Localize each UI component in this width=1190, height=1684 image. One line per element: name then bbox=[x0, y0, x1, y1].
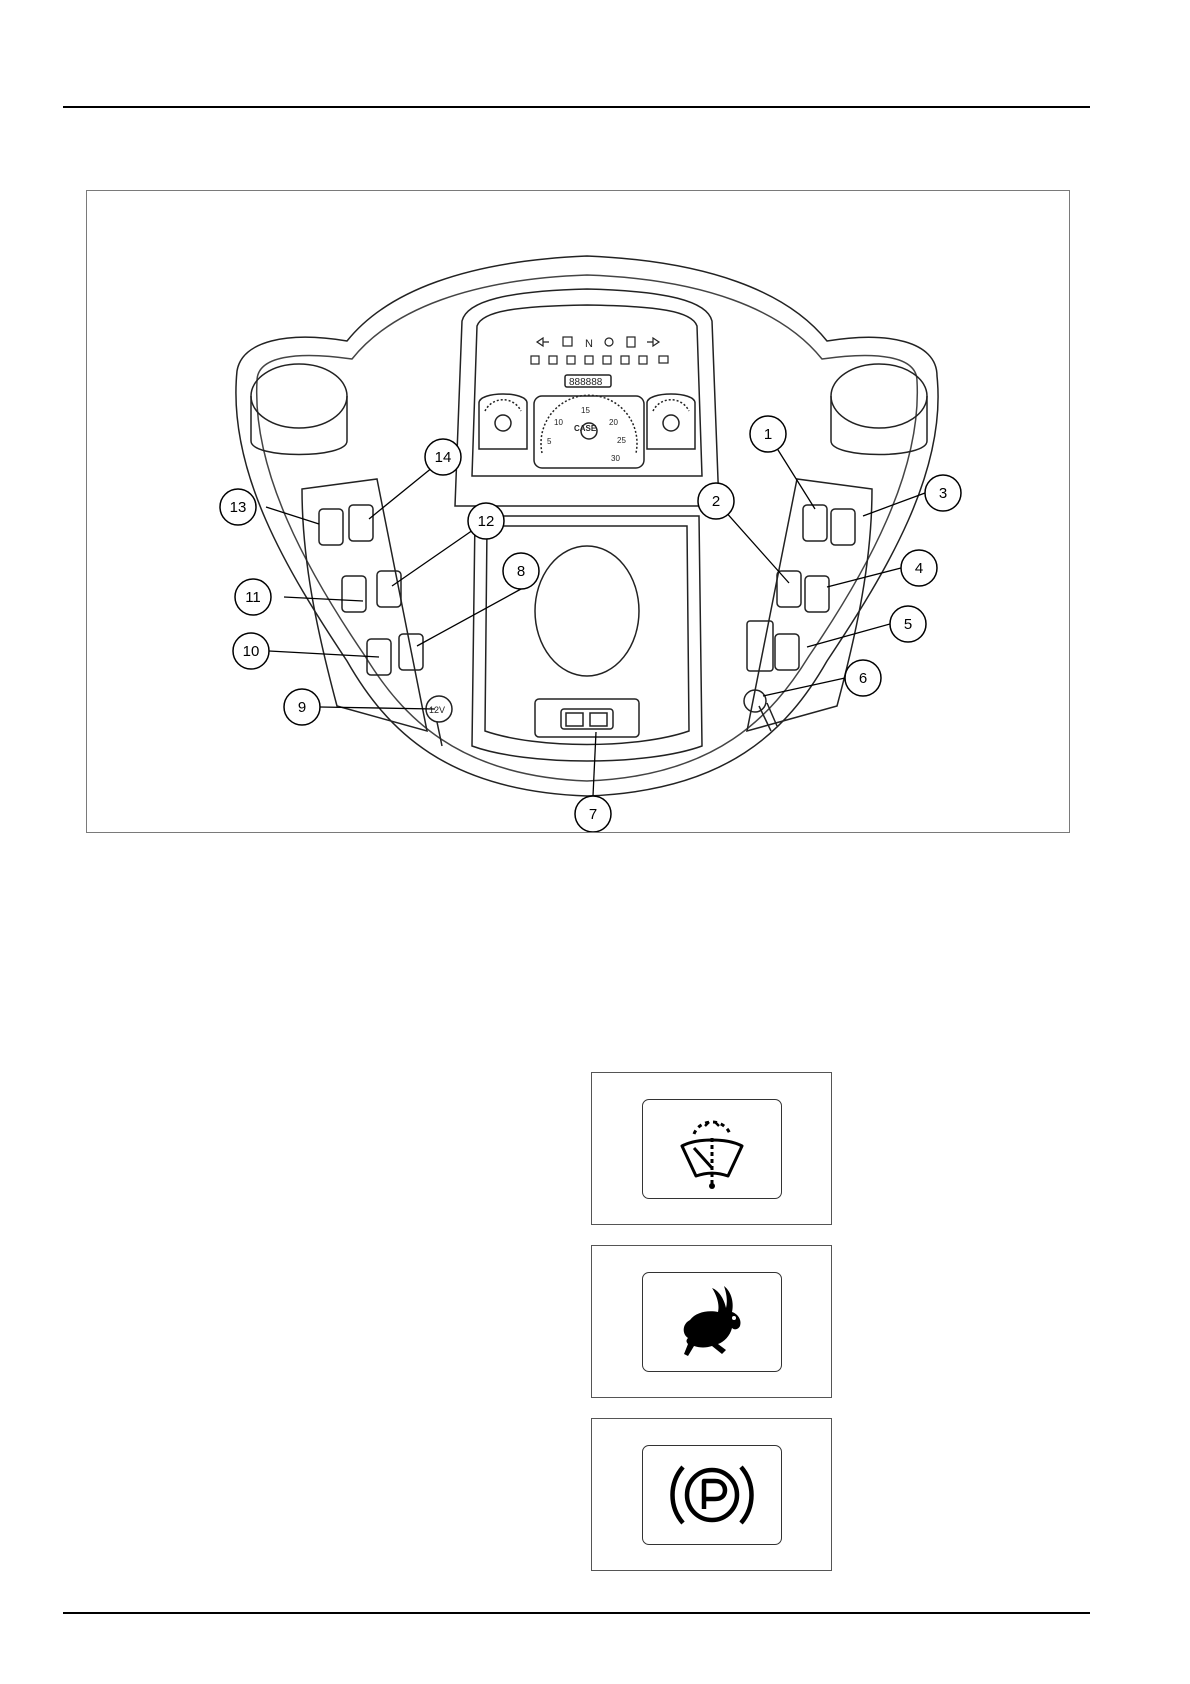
rabbit-symbol-panel bbox=[642, 1272, 782, 1372]
callout-2: 2 bbox=[698, 483, 734, 519]
svg-text:5: 5 bbox=[904, 616, 912, 633]
instrument-panel-figure: N 888888 5 10 15 20 25 30 CASE bbox=[86, 190, 1070, 833]
rabbit-fast-speed-icon bbox=[674, 1284, 750, 1360]
rabbit-symbol-frame bbox=[591, 1245, 832, 1398]
left-rocker-switches bbox=[319, 505, 423, 675]
instrument-cluster bbox=[455, 289, 719, 506]
fuel-gauge bbox=[479, 394, 527, 449]
parking-symbol-frame bbox=[591, 1418, 832, 1571]
svg-text:15: 15 bbox=[581, 406, 590, 415]
callout-9: 9 bbox=[284, 689, 320, 725]
svg-text:1: 1 bbox=[764, 426, 772, 443]
right-cup-holder bbox=[831, 364, 927, 428]
svg-text:888888: 888888 bbox=[569, 377, 603, 388]
svg-text:5: 5 bbox=[547, 437, 552, 446]
callout-14: 14 bbox=[425, 439, 461, 475]
svg-text:14: 14 bbox=[435, 449, 452, 466]
callout-5: 5 bbox=[890, 606, 926, 642]
callout-12: 12 bbox=[468, 503, 504, 539]
callout-11: 11 bbox=[235, 579, 271, 615]
svg-text:7: 7 bbox=[589, 806, 597, 823]
svg-text:12V: 12V bbox=[429, 705, 445, 715]
svg-text:12: 12 bbox=[478, 513, 495, 530]
leader-lines bbox=[266, 434, 925, 796]
svg-text:9: 9 bbox=[298, 699, 306, 716]
callout-1: 1 bbox=[750, 416, 786, 452]
turn-signal-switch bbox=[535, 699, 639, 737]
svg-text:6: 6 bbox=[859, 670, 867, 687]
svg-text:30: 30 bbox=[611, 454, 620, 463]
svg-text:10: 10 bbox=[554, 418, 563, 427]
callout-3: 3 bbox=[925, 475, 961, 511]
svg-text:N: N bbox=[585, 338, 593, 350]
callout-6: 6 bbox=[845, 660, 881, 696]
svg-text:CASE: CASE bbox=[574, 424, 597, 433]
warning-lights: N bbox=[531, 337, 668, 364]
left-switch-panel bbox=[302, 479, 427, 731]
svg-text:20: 20 bbox=[609, 418, 618, 427]
left-cup-holder bbox=[251, 364, 347, 428]
callout-13: 13 bbox=[220, 489, 256, 525]
svg-text:11: 11 bbox=[245, 589, 261, 606]
wiper-symbol-panel bbox=[642, 1099, 782, 1199]
svg-text:13: 13 bbox=[230, 499, 247, 516]
parking-symbol-panel bbox=[642, 1445, 782, 1545]
svg-text:2: 2 bbox=[712, 493, 720, 510]
footer-rule bbox=[63, 1612, 1090, 1614]
callout-8: 8 bbox=[503, 553, 539, 589]
temperature-gauge bbox=[647, 394, 695, 449]
callout-10: 10 bbox=[233, 633, 269, 669]
parking-brake-icon bbox=[667, 1457, 757, 1533]
svg-text:10: 10 bbox=[243, 643, 260, 660]
svg-text:3: 3 bbox=[939, 485, 947, 502]
steering-column bbox=[535, 546, 639, 676]
speedometer: 5 10 15 20 25 30 CASE bbox=[534, 395, 644, 468]
svg-text:4: 4 bbox=[915, 560, 923, 577]
windshield-wiper-washer-icon bbox=[672, 1108, 752, 1190]
svg-text:8: 8 bbox=[517, 563, 525, 580]
callout-7: 7 bbox=[575, 796, 611, 832]
svg-text:25: 25 bbox=[617, 436, 626, 445]
center-console bbox=[472, 516, 702, 761]
callout-4: 4 bbox=[901, 550, 937, 586]
wiper-symbol-frame bbox=[591, 1072, 832, 1225]
header-rule bbox=[63, 106, 1090, 108]
